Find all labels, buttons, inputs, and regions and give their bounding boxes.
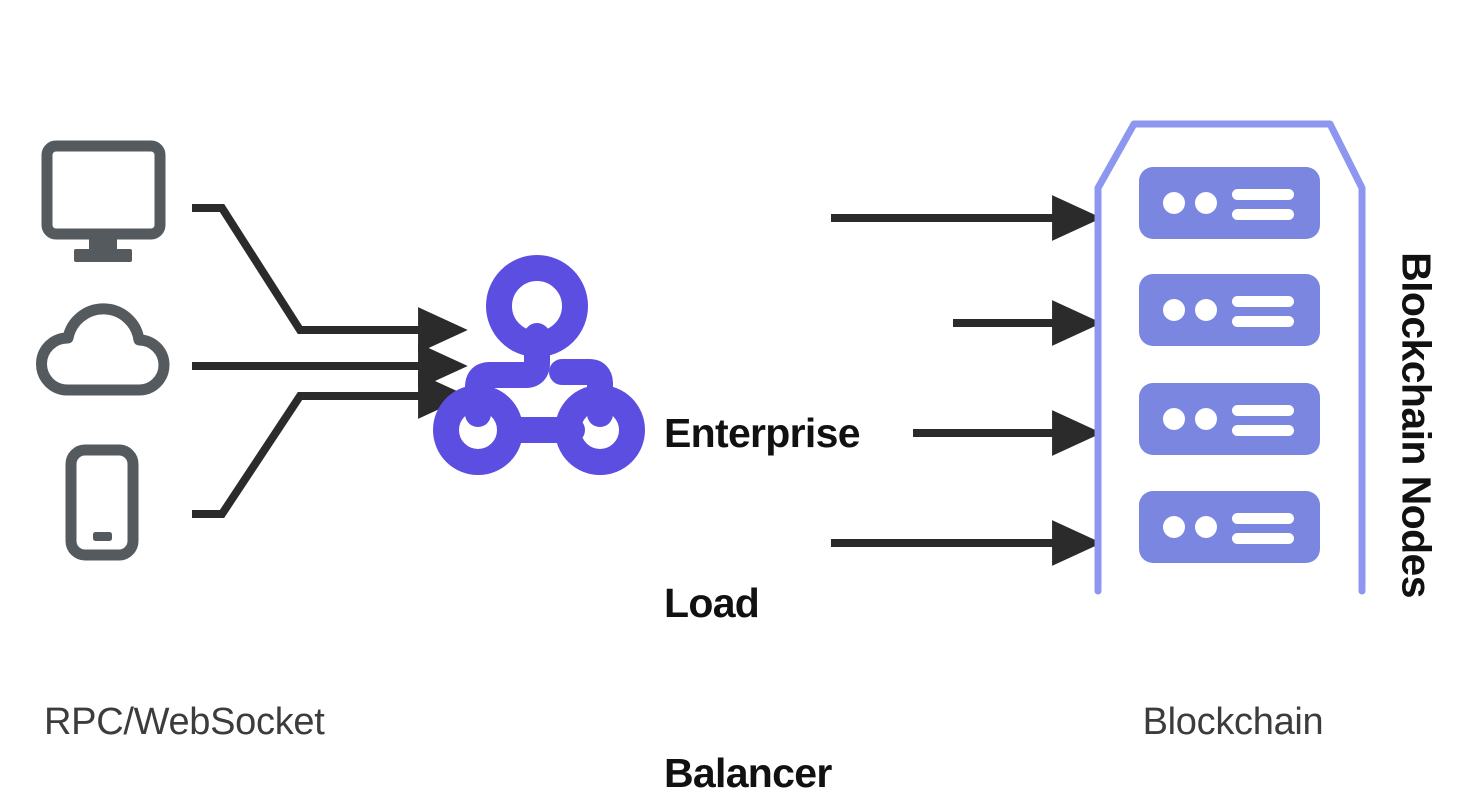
blockchain-node-3 xyxy=(1139,383,1320,455)
topology-node-bottom-left xyxy=(433,385,523,475)
cloud-icon xyxy=(36,303,170,396)
network-topology-icon xyxy=(433,255,645,475)
blockchain-node-2 xyxy=(1139,274,1320,346)
arrow-desktop-to-lb xyxy=(192,204,468,353)
mobile-phone-icon xyxy=(65,444,139,561)
desktop-monitor-icon xyxy=(41,140,166,262)
load-balancer-label-line-3: Balancer xyxy=(664,749,832,794)
blockchain-node-1 xyxy=(1139,167,1320,239)
blockchain-nodes-vertical-label-wrap: Blockchain Nodes xyxy=(1386,190,1446,660)
client-icons-group xyxy=(36,140,170,561)
arrow-mobile-to-lb xyxy=(192,373,468,518)
egress-arrows-group xyxy=(831,195,1102,566)
load-balancer-label-line-2: Load xyxy=(664,579,760,626)
blockchain-nodes-caption-line-1: Blockchain xyxy=(1142,700,1324,743)
topology-node-top xyxy=(486,255,588,357)
blockchain-node-4 xyxy=(1139,491,1320,563)
load-balancer-label: Enterprise Load Balancer xyxy=(664,292,934,794)
topology-node-bottom-right xyxy=(555,385,645,475)
blockchain-nodes-vertical-label: Blockchain Nodes xyxy=(1393,252,1440,598)
clients-caption-line-1: RPC/WebSocket xyxy=(44,700,325,743)
server-rack-icon xyxy=(1094,120,1366,595)
clients-caption: RPC/WebSocket Requests xyxy=(44,606,444,794)
blockchain-nodes-caption: Blockchain Nodes xyxy=(1078,606,1388,794)
load-balancer-label-line-1: Enterprise xyxy=(664,410,861,457)
ingress-arrows-group xyxy=(192,204,468,518)
